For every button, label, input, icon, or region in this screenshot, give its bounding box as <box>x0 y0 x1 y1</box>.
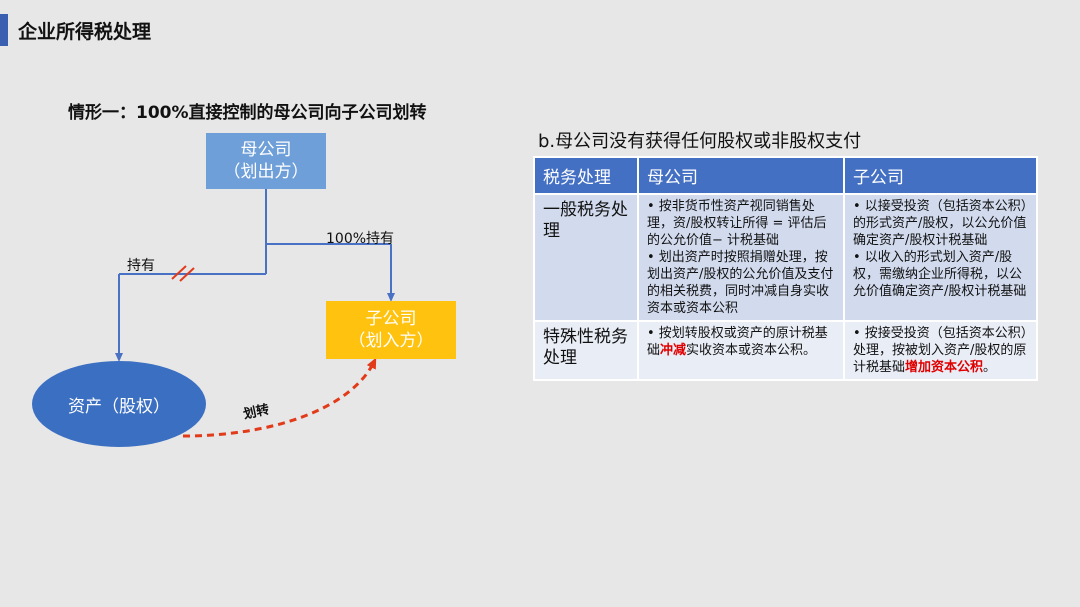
cut-mark-1 <box>171 265 187 280</box>
header-child: 子公司 <box>843 156 1038 195</box>
row-label-special: 特殊性税务处理 <box>533 320 639 381</box>
general-child-point-1: • 以接受投资（包括资本公积）的形式资产/股权，以公允价值确定资产/股权计税基础 <box>853 199 1028 248</box>
table-header-row: 税务处理 母公司 子公司 <box>533 156 1038 195</box>
parent-company-role: （划出方） <box>223 162 309 182</box>
hold-label: 持有 <box>127 258 155 274</box>
special-child-text-end: 。 <box>983 360 997 375</box>
table-row-special: 特殊性税务处理 • 按划转股权或资产的原计税基础冲减实收资本或资本公积。 • 按… <box>533 320 1038 381</box>
cell-special-parent: • 按划转股权或资产的原计税基础冲减实收资本或资本公积。 <box>637 320 845 381</box>
general-parent-point-2: • 划出资产时按照捐赠处理，按划出资产/股权的公允价值及支付的相关税费，同时冲减… <box>647 250 834 316</box>
general-child-point-2: • 以收入的形式划入资产/股权，需缴纳企业所得税，以公允价值确定资产/股权计税基… <box>853 250 1027 299</box>
asset-label: 资产（股权） <box>68 396 170 417</box>
cut-mark-2 <box>179 267 195 282</box>
table-row-general: 一般税务处理 • 按非货币性资产视同销售处理，资/股权转让所得 = 评估后的公允… <box>533 193 1038 322</box>
child-company-role: （划入方） <box>348 331 434 351</box>
cell-general-parent: • 按非货币性资产视同销售处理，资/股权转让所得 = 评估后的公允价值− 计税基… <box>637 193 845 322</box>
title-accent-bar <box>0 14 8 46</box>
cell-general-child: • 以接受投资（包括资本公积）的形式资产/股权，以公允价值确定资产/股权计税基础… <box>843 193 1038 322</box>
child-company-label: 子公司 <box>365 309 417 329</box>
special-child-text: • 按接受投资（包括资本公积）处理，按被划入资产/股权的原计税基础 <box>853 326 1028 375</box>
special-parent-highlight: 冲减 <box>660 343 687 358</box>
section-title: b.母公司没有获得任何股权或非股权支付 <box>538 131 862 152</box>
cell-special-child: • 按接受投资（包括资本公积）处理，按被划入资产/股权的原计税基础增加资本公积。 <box>843 320 1038 381</box>
special-parent-text: • 按划转股权或资产的原计税基础 <box>647 326 828 358</box>
transfer-arrow <box>182 357 377 438</box>
page-title: 企业所得税处理 <box>18 21 152 43</box>
general-parent-point-1: • 按非货币性资产视同销售处理，资/股权转让所得 = 评估后的公允价值− 计税基… <box>647 199 827 248</box>
asset-ellipse: 资产（股权） <box>32 361 206 447</box>
header-tax-treatment: 税务处理 <box>533 156 639 195</box>
hold-100-label: 100%持有 <box>326 231 395 247</box>
special-parent-text-end: 实收资本或资本公积。 <box>686 343 817 358</box>
scenario-title: 情形一：100%直接控制的母公司向子公司划转 <box>68 103 427 123</box>
header-parent: 母公司 <box>637 156 845 195</box>
special-child-highlight: 增加资本公积 <box>905 360 984 375</box>
child-company-box: 子公司 （划入方） <box>326 301 456 359</box>
parent-company-box: 母公司 （划出方） <box>206 133 326 189</box>
row-label-general: 一般税务处理 <box>533 193 639 322</box>
tax-treatment-table: 税务处理 母公司 子公司 一般税务处理 • 按非货币性资产视同销售处理，资/股权… <box>533 156 1038 381</box>
parent-company-label: 母公司 <box>240 140 292 160</box>
